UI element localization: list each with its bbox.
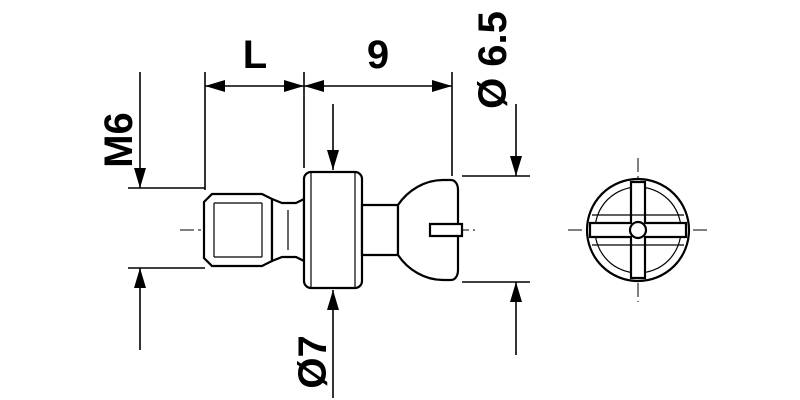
collar-diameter-dimension	[327, 104, 339, 398]
head-diameter-dimension	[462, 104, 530, 355]
thread-size-label: M6	[97, 112, 141, 168]
length-label: L	[243, 33, 267, 77]
collar	[302, 170, 364, 290]
threaded-shank	[202, 192, 274, 268]
screw-shaft	[360, 203, 400, 257]
length-9-dimension	[304, 72, 453, 176]
end-view	[568, 158, 710, 302]
length-dimension	[204, 72, 305, 190]
m6-dimension	[128, 72, 205, 350]
screw-head	[396, 178, 464, 282]
collar-diameter-label: Ø7	[291, 335, 335, 388]
head-diameter-label: Ø 6.5	[471, 11, 515, 109]
length-9-label: 9	[367, 33, 389, 77]
neck	[270, 197, 306, 263]
